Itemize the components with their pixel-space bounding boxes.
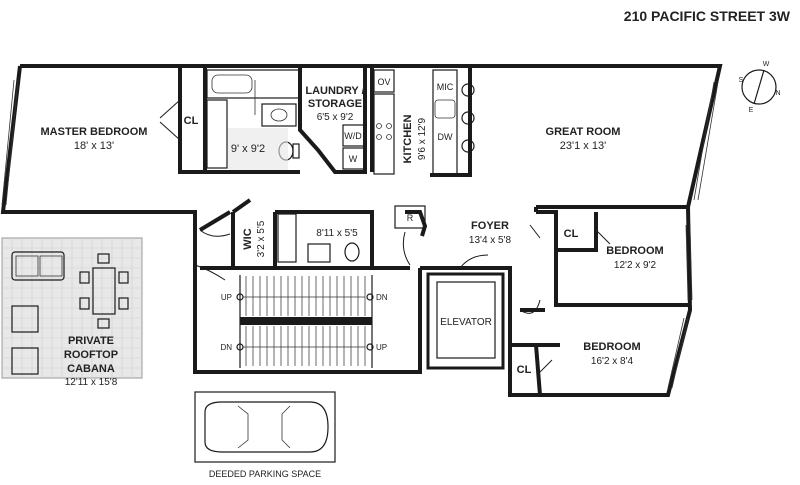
- bedroom-2-size: 16'2 x 8'4: [591, 356, 634, 367]
- closet-bed1-label: CL: [564, 228, 579, 240]
- bathtub: [206, 69, 301, 99]
- washer-label: W: [349, 154, 358, 164]
- cabana-label-2: ROOFTOP: [64, 349, 118, 361]
- compass-icon: [741, 69, 777, 105]
- compass-north: N: [775, 90, 780, 97]
- microwave-label: MIC: [437, 82, 454, 92]
- foyer-size: 13'4 x 5'8: [469, 235, 512, 246]
- cabana-size: 12'11 x 15'8: [65, 377, 118, 388]
- elevator-label: ELEVATOR: [440, 317, 492, 328]
- storage-label: STORAGE: [308, 98, 362, 110]
- stair-up-right: UP: [376, 343, 387, 352]
- dining-table: [92, 267, 116, 315]
- closet-bed2-label: CL: [517, 364, 532, 376]
- compass-south: S: [739, 77, 744, 84]
- window-bedroom-2: [667, 317, 689, 389]
- toilet-2: [344, 242, 360, 262]
- window-great-room: [693, 81, 719, 201]
- stool: [461, 111, 475, 125]
- stair-dn-right: DN: [376, 293, 388, 302]
- staircase: [239, 275, 373, 368]
- bath-2-size: 8'11 x 5'5: [316, 228, 358, 239]
- closet-door-master: [159, 99, 181, 141]
- vanity: [261, 103, 297, 127]
- bedroom-1-label: BEDROOM: [606, 245, 663, 257]
- shower-2: [277, 213, 297, 263]
- washer-dryer: [342, 124, 365, 147]
- refrigerator: [394, 205, 426, 229]
- great-room-size: 23'1 x 13': [560, 140, 606, 152]
- refrigerator-label: R: [407, 213, 414, 223]
- interior-walls-top: [178, 66, 472, 177]
- bedroom-1-size: 12'2 x 9'2: [614, 260, 657, 271]
- kitchen-size: 9'6 x 12'9: [417, 117, 428, 160]
- dishwasher-label: DW: [438, 132, 453, 142]
- great-room-label: GREAT ROOM: [546, 126, 621, 138]
- foyer-label: FOYER: [471, 220, 509, 232]
- page-title: 210 PACIFIC STREET 3W: [624, 8, 791, 24]
- elevator-shaft: [426, 272, 505, 370]
- compass-east: E: [749, 107, 754, 114]
- washer: [342, 147, 365, 170]
- parking-space: [194, 391, 336, 463]
- wic-size: 3'2 x 5'5: [256, 220, 267, 257]
- window-master: [1, 79, 19, 206]
- bedroom-2-label: BEDROOM: [583, 341, 640, 353]
- lounge-chair: [11, 305, 39, 333]
- kitchen-island: [432, 69, 458, 176]
- kitchen-counter: [373, 93, 395, 175]
- closet-master-label: CL: [184, 115, 199, 127]
- laundry-size: 6'5 x 9'2: [317, 112, 354, 123]
- window-bedroom-1: [685, 224, 693, 301]
- master-bedroom-size: 18' x 13': [74, 140, 114, 152]
- lounge-sofa: [11, 251, 65, 281]
- stool: [461, 139, 475, 153]
- interior-walls-middle: [198, 198, 428, 270]
- parking-label: DEEDED PARKING SPACE: [209, 469, 321, 479]
- cabana-label-1: PRIVATE: [68, 335, 114, 347]
- cabana-area: [1, 237, 143, 379]
- cabana-label-3: CABANA: [67, 363, 115, 375]
- laundry-label: LAUNDRY /: [305, 85, 364, 97]
- elevator-car: [436, 281, 496, 359]
- stool: [461, 83, 475, 97]
- car-icon: [204, 401, 329, 453]
- oven-label: OV: [377, 77, 390, 87]
- stair-up-left: UP: [221, 293, 232, 302]
- master-bedroom-label: MASTER BEDROOM: [41, 126, 148, 138]
- bedroom-wing-wall: [420, 206, 693, 397]
- lounge-chair: [11, 347, 39, 375]
- washer-dryer-label: W/D: [344, 131, 362, 141]
- stair-dn-left: DN: [220, 343, 232, 352]
- vanity-2: [307, 243, 331, 263]
- compass-west: W: [763, 61, 770, 68]
- master-bath-size: 9' x 9'2: [231, 143, 265, 155]
- oven: [373, 69, 395, 93]
- interior-walls-bedrooms: [510, 210, 690, 396]
- shower: [206, 99, 228, 169]
- wic-label: WIC: [242, 228, 254, 249]
- kitchen-label: KITCHEN: [402, 115, 414, 164]
